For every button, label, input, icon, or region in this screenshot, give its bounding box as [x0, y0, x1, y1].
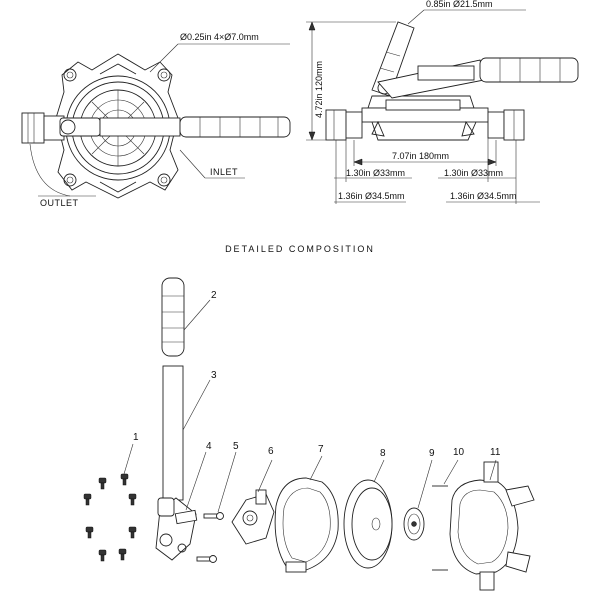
- side-dim-port-inner: 1.30in Ø33mm 1.30in Ø33mm: [334, 112, 516, 182]
- part-10-label: 10: [453, 447, 465, 458]
- port-left-outer-text: 1.36in Ø34.5mm: [338, 191, 405, 201]
- part-5-pins: 5: [196, 441, 239, 563]
- port-right-inner-text: 1.30in Ø33mm: [444, 168, 503, 178]
- part-11-label: 11: [490, 447, 501, 458]
- part-10-pins: 10: [432, 447, 465, 571]
- hole-dimension-text: Ø0.25in 4×Ø7.0mm: [180, 32, 259, 42]
- part-9-valve: 9: [403, 448, 435, 541]
- height-dimension-text: 4.72in 120mm: [314, 61, 324, 118]
- exploded-view: 1 2 3 4: [83, 277, 535, 591]
- side-dim-width: 7.07in 180mm: [353, 140, 497, 166]
- outlet-label: OUTLET: [40, 198, 79, 208]
- part-2-grip: 2: [161, 277, 217, 357]
- part-7-label: 7: [318, 444, 324, 455]
- side-ports: [325, 109, 525, 141]
- inlet-callout: INLET: [179, 149, 245, 179]
- side-view: 0.85in Ø21.5mm 4.72in 120mm 7.07in 180mm: [306, 0, 579, 204]
- part-1-screws: 1: [83, 432, 139, 562]
- part-2-label: 2: [211, 290, 217, 301]
- part-11-housing: 11: [449, 447, 535, 591]
- side-body: [361, 95, 489, 141]
- top-view: Ø0.25in 4×Ø7.0mm INLET OUTLET: [21, 32, 291, 208]
- width-dimension-text: 7.07in 180mm: [392, 151, 449, 161]
- side-dim-height: 4.72in 120mm: [306, 21, 396, 141]
- part-5-label: 5: [233, 441, 239, 452]
- part-6-label: 6: [268, 446, 274, 457]
- part-1-label: 1: [133, 432, 139, 443]
- top-handle: [59, 116, 291, 138]
- part-9-label: 9: [429, 448, 435, 459]
- port-left-inner-text: 1.30in Ø33mm: [346, 168, 405, 178]
- side-lever: [371, 21, 579, 99]
- part-3-label: 3: [211, 370, 217, 381]
- top-dim-hole: Ø0.25in 4×Ø7.0mm: [149, 32, 290, 73]
- handle-dimension-text: 0.85in Ø21.5mm: [426, 0, 493, 9]
- side-dim-handle: 0.85in Ø21.5mm: [407, 0, 526, 25]
- outlet-port: [21, 112, 65, 144]
- port-right-outer-text: 1.36in Ø34.5mm: [450, 191, 517, 201]
- side-dim-port-outer: 1.36in Ø34.5mm 1.36in Ø34.5mm: [334, 140, 540, 204]
- part-6-piston: 6: [231, 446, 275, 545]
- section-title: DETAILED COMPOSITION: [225, 244, 375, 254]
- part-3-shaft: 3: [162, 365, 217, 501]
- part-4-label: 4: [206, 441, 212, 452]
- outlet-callout: OUTLET: [29, 143, 96, 208]
- part-8-diaphragm: 8: [343, 448, 393, 569]
- inlet-label: INLET: [210, 167, 238, 177]
- part-8-label: 8: [380, 448, 386, 459]
- part-4-lever: 4: [155, 441, 212, 561]
- part-7-clamp-ring: 7: [274, 444, 339, 573]
